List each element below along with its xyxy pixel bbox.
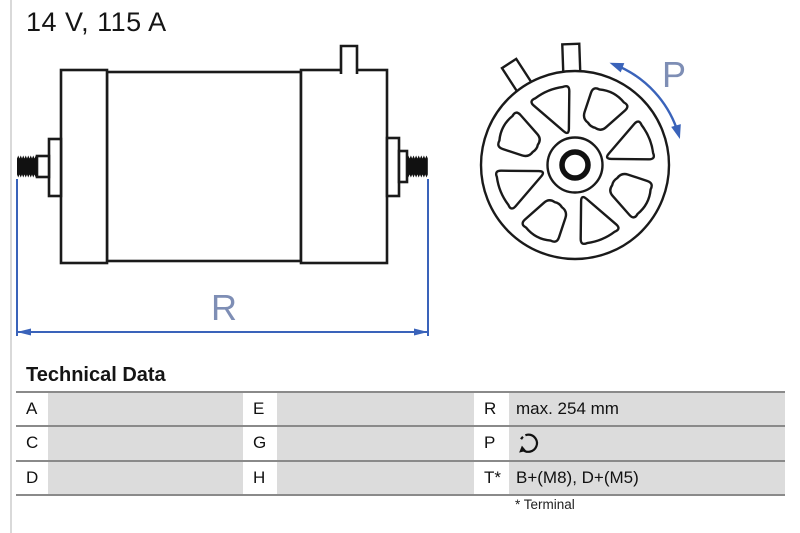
shaft-nut (35, 154, 51, 179)
row-label-cell: C (16, 427, 48, 460)
threaded-shaft-left (17, 155, 37, 178)
row-value-cell (48, 393, 243, 426)
row-value-cell: max. 254 mm (509, 393, 785, 426)
p-arrow-head-bottom (671, 124, 681, 139)
p-arrow-head-top (609, 62, 625, 73)
page-left-border (10, 0, 12, 533)
r-arrow-left (17, 328, 31, 336)
row-label-cell: D (16, 461, 48, 494)
fan-windows (494, 84, 656, 246)
table-row: D H T* B+(M8), D+(M5) (16, 461, 785, 496)
row-value-cell (277, 393, 474, 426)
row-value-cell (48, 427, 243, 460)
left-bearing-step (47, 137, 63, 198)
r-dimension-label: R (211, 287, 237, 328)
right-bearing-boss (385, 136, 401, 198)
row-label-cell: T* (474, 461, 509, 494)
p-rotation-label: P (662, 54, 686, 95)
row-value-cell: B+(M8), D+(M5) (509, 461, 785, 494)
stud-washer (397, 149, 409, 184)
row-label-cell: E (243, 393, 277, 426)
technical-data-heading: Technical Data (26, 364, 166, 386)
r-arrow-right (414, 328, 428, 336)
pulley-front-view (479, 42, 671, 261)
row-value-cell (277, 461, 474, 494)
p-rotation-arrow (609, 62, 681, 139)
row-label-cell: R (474, 393, 509, 426)
table-row: A E R max. 254 mm (16, 393, 785, 428)
row-label-cell: A (16, 393, 48, 426)
r-dimension (16, 179, 429, 336)
alternator-side-view (17, 44, 428, 265)
technical-data-table: A E R max. 254 mm C G P D H (16, 391, 785, 496)
row-value-cell (48, 461, 243, 494)
shaft-bore (559, 149, 591, 181)
row-label-cell: G (243, 427, 277, 460)
rotation-direction-icon (519, 433, 539, 454)
row-value-cell (277, 427, 474, 460)
row-label-cell: P (474, 427, 509, 460)
row-label-cell: H (243, 461, 277, 494)
table-row: C G P (16, 427, 785, 462)
terminal-footnote: * Terminal (515, 497, 575, 512)
left-end-plate (59, 68, 109, 265)
row-value-cell (509, 427, 785, 460)
technical-drawing: R (16, 42, 686, 336)
alternator-body (105, 70, 303, 263)
product-spec-title: 14 V, 115 A (26, 7, 167, 37)
top-terminal-tab (339, 44, 359, 74)
threaded-stud-right (407, 155, 428, 178)
right-end-section (299, 68, 389, 265)
